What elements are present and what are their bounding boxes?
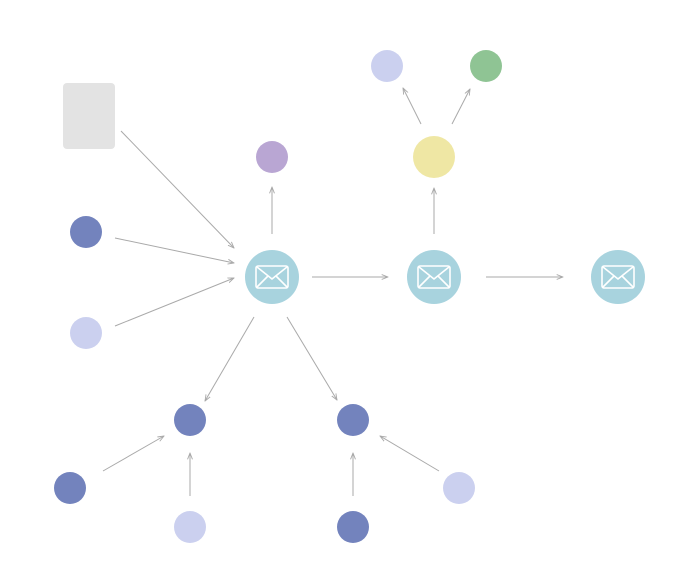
node-yellow-green [470,50,502,82]
edges-layer [102,88,563,496]
edge-left-src-dark-to-child-left [102,436,164,472]
edge-msg-2-yellow-to-yellow-lavender [403,88,422,125]
edge-doc-to-msg-1 [120,130,234,248]
node-msg-2 [407,250,461,304]
node-right-src-dark [337,511,369,543]
node-msg-3 [591,250,645,304]
node-in-dark [70,216,102,248]
nodes-layer [54,50,645,543]
node-child-left [174,404,206,436]
node-left-src-light [174,511,206,543]
edge-in-dark-to-msg-1 [114,237,234,263]
node-left-src-dark [54,472,86,504]
node-msg-2-yellow [413,136,455,178]
envelope-icon [601,265,635,289]
node-right-src-light [443,472,475,504]
edge-msg-2-yellow-to-yellow-green [451,89,470,125]
edge-in-light-to-msg-1 [114,278,234,327]
node-msg-1 [245,250,299,304]
envelope-icon [417,265,451,289]
node-msg-1-purple [256,141,288,173]
node-in-light [70,317,102,349]
edge-msg-1-to-child-right [286,316,337,400]
node-child-right [337,404,369,436]
envelope-icon [255,265,289,289]
node-yellow-lavender [371,50,403,82]
edge-msg-1-to-child-left [205,316,255,401]
edge-right-src-light-to-child-right [380,436,440,472]
node-doc [63,83,115,149]
